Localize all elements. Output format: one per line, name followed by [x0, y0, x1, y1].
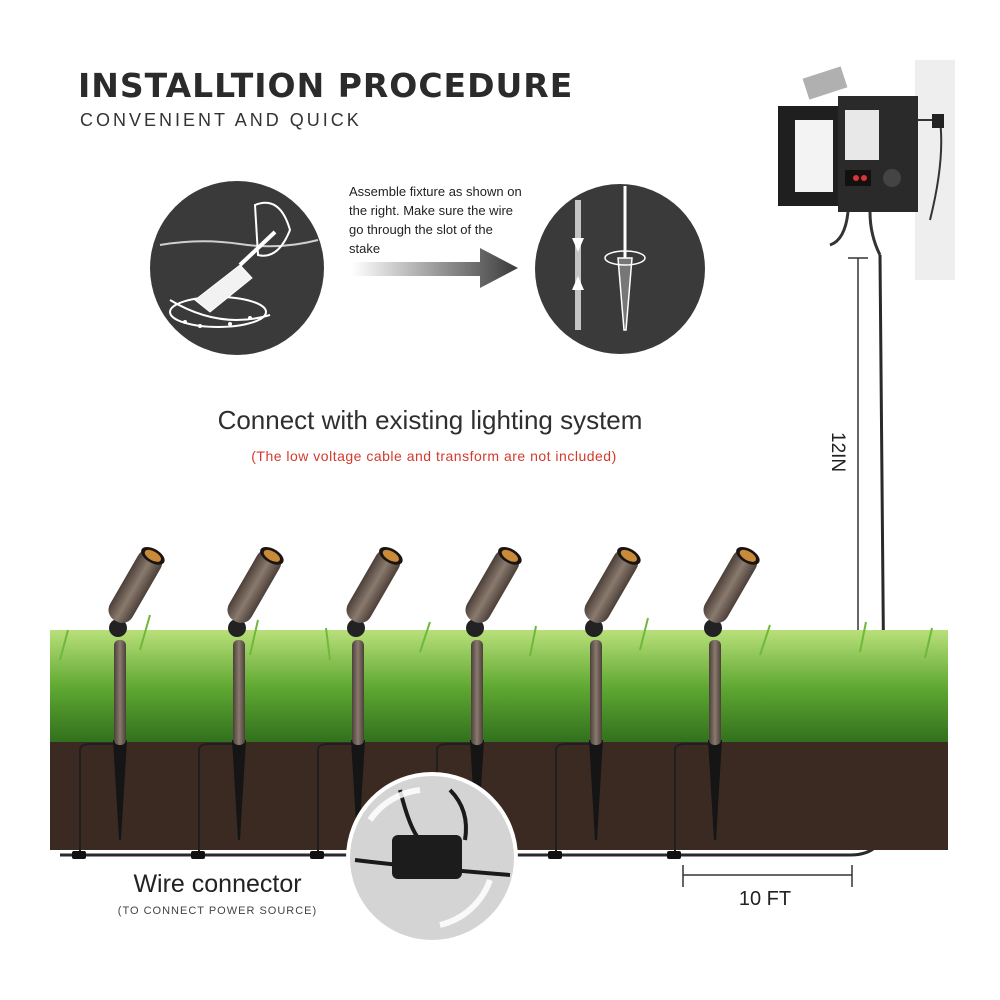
- transformer-box: [778, 60, 955, 280]
- digging-illustration: [150, 181, 324, 355]
- length-label: 10 FT: [738, 888, 792, 910]
- height-label: 12IN: [827, 432, 848, 473]
- page-title: INSTALLTION PROCEDURE: [78, 66, 574, 105]
- step-arrow-icon: [352, 248, 518, 288]
- spotlight-fixture: [310, 546, 403, 859]
- grass-band: [50, 630, 948, 745]
- wire-connector-sublabel: (TO CONNECT POWER SOURCE): [117, 905, 318, 917]
- wire-connector-zoom: [346, 772, 518, 944]
- connect-heading: Connect with existing lighting system: [217, 405, 643, 435]
- spotlight-fixtures: [72, 546, 760, 859]
- wire-connector-label: Wire connector: [133, 870, 302, 898]
- spotlight-fixture: [191, 546, 284, 859]
- connector-body: [392, 835, 462, 879]
- spotlight-fixture: [667, 546, 760, 859]
- grass-blades: [59, 614, 933, 661]
- connect-note: (The low voltage cable and transform are…: [251, 448, 617, 464]
- spotlight-fixture: [548, 546, 641, 859]
- length-dimension-line: [682, 865, 853, 887]
- page-subtitle: CONVENIENT AND QUICK: [80, 110, 362, 130]
- assembly-instruction: Assemble fixture as shown on the right. …: [349, 184, 522, 256]
- spotlight-fixture: [72, 546, 165, 859]
- stake-assembly-illustration: [535, 184, 705, 354]
